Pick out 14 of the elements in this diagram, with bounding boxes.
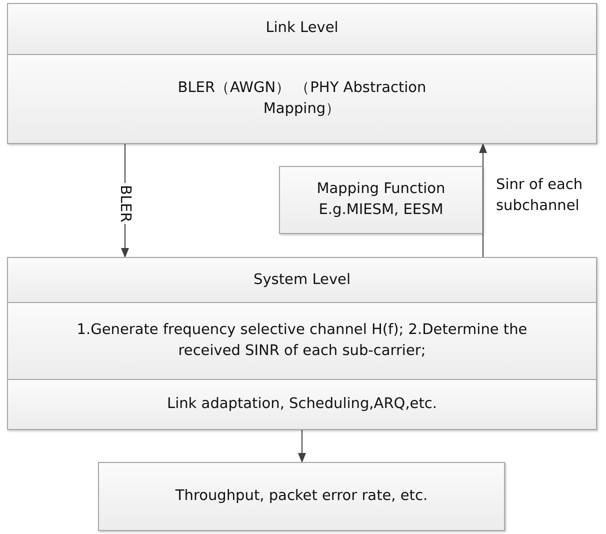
box-heading: System Level — [254, 270, 350, 290]
box-heading: Link Level — [266, 19, 338, 38]
process-box — [7, 257, 597, 430]
arrow — [479, 143, 487, 258]
process-box — [7, 3, 597, 144]
box-text: 1.Generate frequency selective channel H(f); 2.Determine the received SINR of each sub-carrier; — [76, 321, 528, 362]
note-box — [279, 166, 483, 234]
box-text: Link adaptation, Scheduling,ARQ,etc. — [167, 394, 437, 414]
arrow — [298, 430, 306, 463]
box-text: Throughput, packet error rate, etc. — [175, 486, 428, 506]
process-box — [98, 462, 505, 531]
edge-label: Sinr of each subchannel — [496, 176, 584, 216]
box-text: Mapping Function E.g.MIESM, EESM — [316, 180, 446, 220]
box-text: BLER（AWGN） （PHY Abstraction Mapping） — [176, 78, 428, 119]
